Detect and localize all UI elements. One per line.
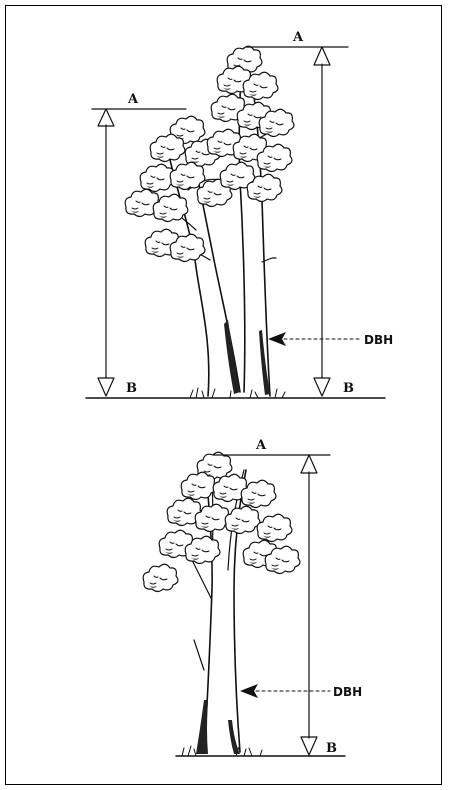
dbh-label-1: DBH bbox=[364, 333, 393, 347]
label-b-right: B bbox=[343, 381, 354, 396]
figure-1: A B A B DBH bbox=[86, 30, 393, 398]
figure-2: A B DBH bbox=[143, 438, 362, 756]
dbh-pointer-2: DBH bbox=[240, 684, 362, 699]
label-b-left: B bbox=[126, 381, 137, 396]
label-b-single: B bbox=[326, 741, 337, 756]
tree-single bbox=[143, 452, 300, 754]
label-a-right: A bbox=[292, 30, 304, 45]
label-a-left: A bbox=[127, 92, 139, 107]
label-a-single: A bbox=[255, 438, 267, 453]
dbh-label-2: DBH bbox=[333, 685, 362, 699]
dbh-pointer-1: DBH bbox=[268, 332, 393, 347]
tree-left bbox=[125, 116, 240, 396]
